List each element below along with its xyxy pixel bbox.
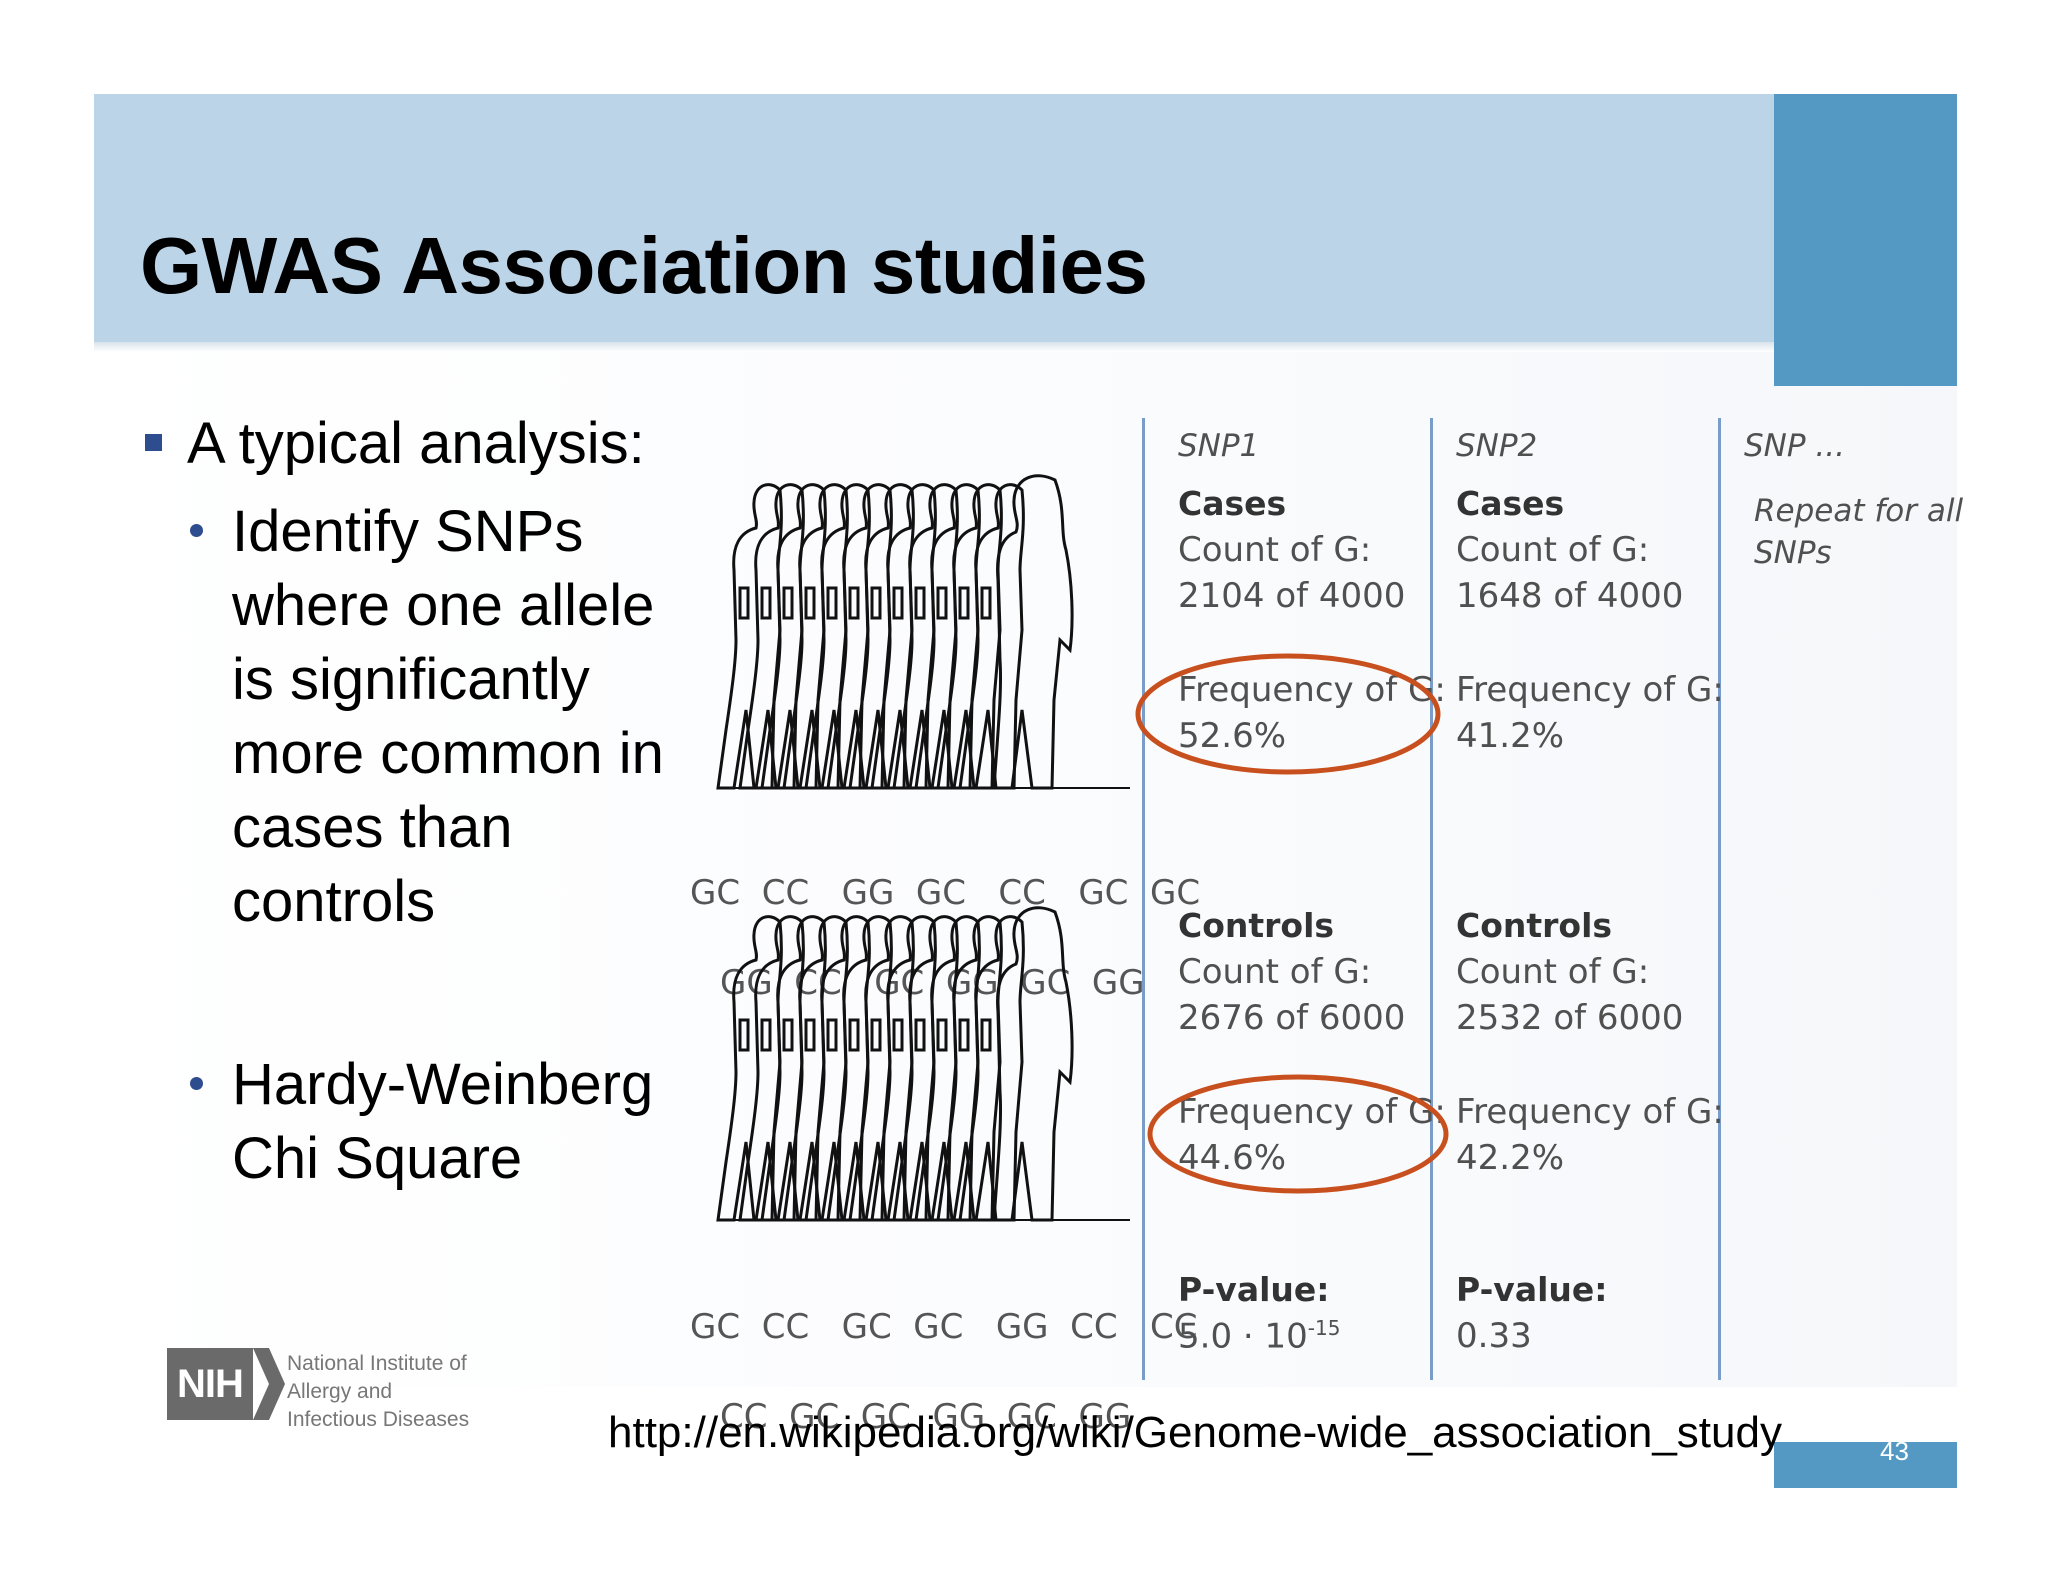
text-line: Hardy-Weinberg <box>232 1052 654 1117</box>
text-line: controls <box>232 869 436 934</box>
snp2-cases-freq: 41.2% <box>1456 716 1565 756</box>
highlight-circle <box>1135 653 1441 775</box>
snp-more-note: Repeat for all SNPs <box>1754 493 1964 571</box>
snp2-controls-count: 2532 of 6000 <box>1456 998 1684 1038</box>
snp2-cases-count: 1648 of 4000 <box>1456 576 1684 616</box>
text-line: Chi Square <box>232 1126 523 1191</box>
genotype-row: CC GC GC GG GC GG <box>720 1397 1132 1437</box>
header-band <box>94 94 1774 342</box>
snp1-controls-freq-label: Frequency of G: <box>1178 1092 1446 1132</box>
snp1-header: SNP1 <box>1178 428 1260 464</box>
cases-genotypes: GC CC GG GC CC GC GC GG CC GC GG GC GG <box>690 818 1200 1058</box>
sub-bullet-identify: Identify SNPs where one allele is signif… <box>232 495 664 939</box>
column-divider <box>1142 418 1145 1380</box>
genotype-row: GC CC GG GC CC GC GC <box>690 873 1201 913</box>
chevron-right-icon <box>253 1348 285 1420</box>
round-bullet-icon <box>190 1077 203 1090</box>
snp1-controls-label: Controls <box>1178 906 1335 945</box>
controls-people-illustration <box>716 906 1130 1222</box>
snp2-cases-count-label: Count of G: <box>1456 530 1650 570</box>
text-line: is significantly <box>232 647 590 712</box>
content-panel <box>94 352 1957 1387</box>
pvalue-base: 5.0 · 10 <box>1178 1316 1308 1357</box>
highlight-circle <box>1147 1074 1449 1194</box>
source-url: http://en.wikipedia.org/wiki/Genome-wide… <box>608 1408 1782 1457</box>
snp2-pvalue: 0.33 <box>1456 1316 1532 1356</box>
org-line: National Institute of <box>287 1352 467 1375</box>
org-line: Infectious Diseases <box>287 1408 470 1431</box>
snp2-header: SNP2 <box>1456 428 1538 464</box>
snp2-controls-label: Controls <box>1456 906 1613 945</box>
page-number: 43 <box>1880 1436 1909 1466</box>
snp2-controls-count-label: Count of G: <box>1456 952 1650 992</box>
snp1-cases-label: Cases <box>1178 484 1287 523</box>
snp1-controls-count-label: Count of G: <box>1178 952 1372 992</box>
slide-title: GWAS Association studies <box>140 221 1148 310</box>
text-line: where one allele <box>232 573 655 638</box>
text-line: cases than <box>232 795 513 860</box>
snp1-controls-freq: 44.6% <box>1178 1138 1287 1178</box>
snp2-controls-freq-label: Frequency of G: <box>1456 1092 1724 1132</box>
snp2-cases-freq-label: Frequency of G: <box>1456 670 1724 710</box>
pvalue-exponent: -15 <box>1307 1316 1341 1340</box>
snp2-controls-freq: 42.2% <box>1456 1138 1565 1178</box>
snp-more-header: SNP ... <box>1744 428 1845 464</box>
snp1-pvalue-label: P-value: <box>1178 1270 1330 1309</box>
snp1-cases-count: 2104 of 4000 <box>1178 576 1406 616</box>
snp2-cases-label: Cases <box>1456 484 1565 523</box>
org-line: Allergy and <box>287 1380 393 1403</box>
square-bullet-icon <box>145 434 162 451</box>
page-number-tab <box>1774 1442 1957 1488</box>
nih-organization-name: National Institute of Allergy and Infect… <box>287 1350 507 1434</box>
snp1-cases-count-label: Count of G: <box>1178 530 1372 570</box>
nih-acronym: NIH <box>167 1348 253 1420</box>
snp2-pvalue-label: P-value: <box>1456 1270 1608 1309</box>
header-shadow <box>94 342 1774 352</box>
genotype-row: GC CC GC GC GG CC CC <box>690 1307 1198 1347</box>
snp1-pvalue: 5.0 · 10-15 <box>1178 1316 1340 1356</box>
controls-genotypes: GC CC GC GC GG CC CC CC GC GC GG GC GG <box>690 1252 1198 1492</box>
round-bullet-icon <box>190 524 203 537</box>
main-bullet-text: A typical analysis: <box>187 411 645 476</box>
sub-bullet-hardy: Hardy-Weinberg Chi Square <box>232 1048 653 1196</box>
column-divider <box>1718 418 1721 1380</box>
header-accent-block <box>1774 94 1957 386</box>
column-divider <box>1430 418 1433 1380</box>
snp1-cases-freq: 52.6% <box>1178 716 1287 756</box>
text-line: Identify SNPs <box>232 499 584 564</box>
text-line: more common in <box>232 721 664 786</box>
cases-people-illustration <box>716 474 1130 790</box>
snp1-controls-count: 2676 of 6000 <box>1178 998 1406 1038</box>
